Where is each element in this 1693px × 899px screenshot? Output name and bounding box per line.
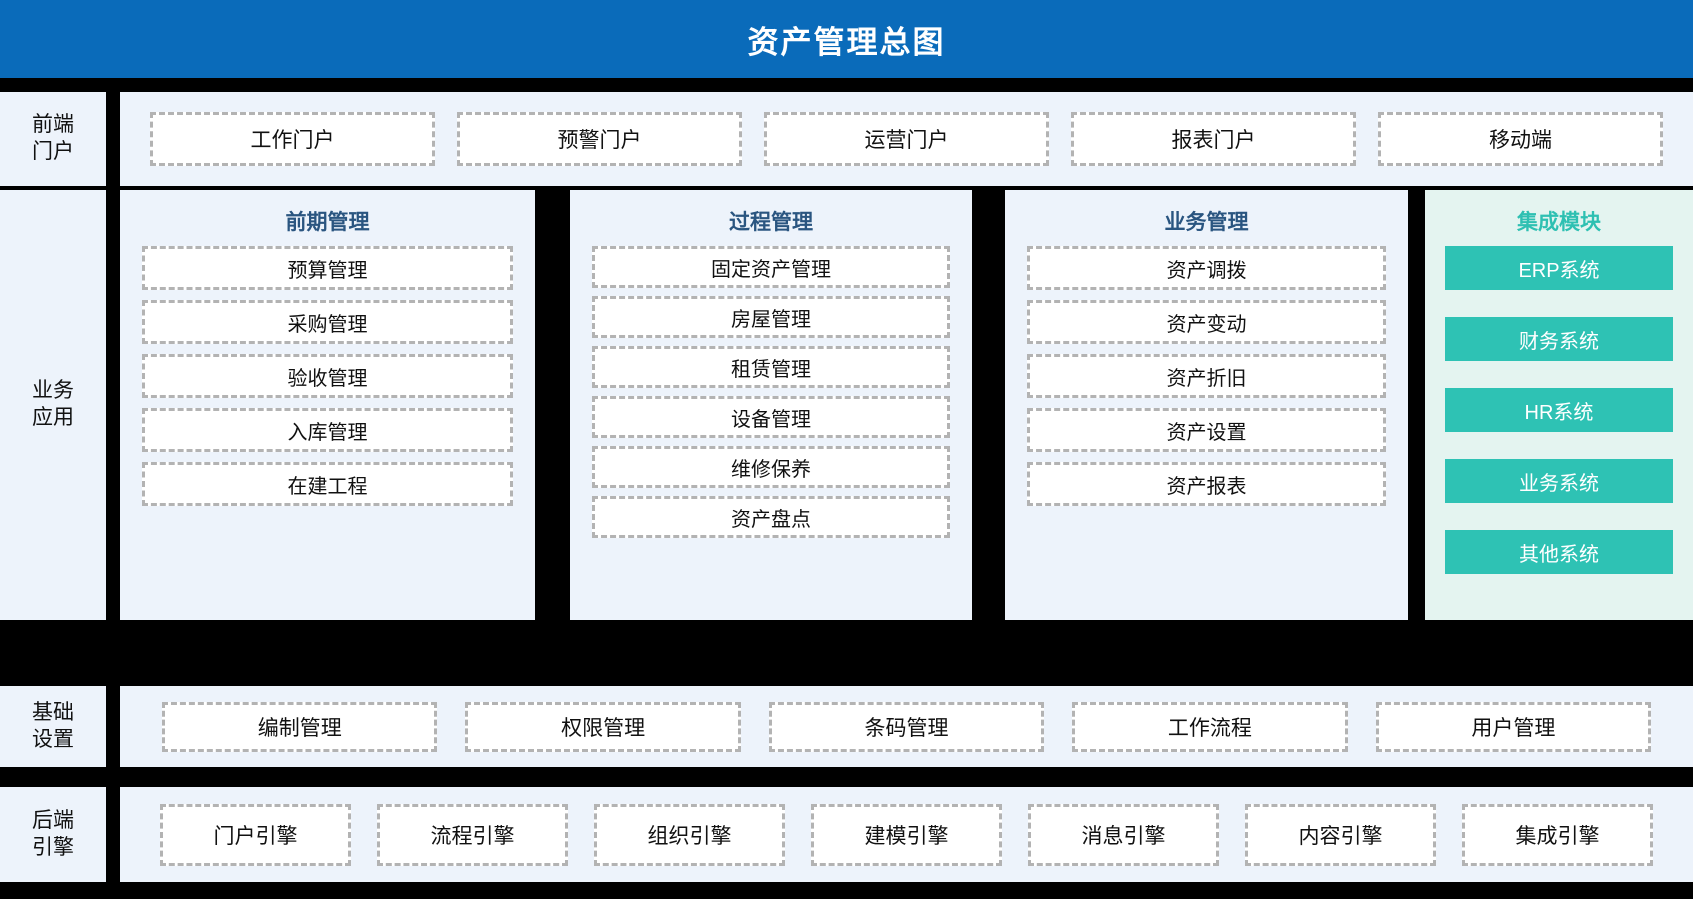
business-column-integration: 集成模块 ERP系统 财务系统 HR系统 业务系统 其他系统 xyxy=(1425,190,1693,620)
row-label-frontend-line1: 前端 xyxy=(32,113,74,137)
portal-item-operations[interactable]: 运营门户 xyxy=(764,112,1049,166)
module-asset-inventory[interactable]: 资产盘点 xyxy=(592,496,950,538)
module-business-system[interactable]: 业务系统 xyxy=(1445,459,1673,503)
row-label-frontend: 前端 门户 xyxy=(0,92,106,186)
basic-item-establishment-management[interactable]: 编制管理 xyxy=(162,701,438,752)
backend-engine-panel: 门户引擎 流程引擎 组织引擎 建模引擎 消息引擎 内容引擎 集成引擎 xyxy=(120,787,1693,882)
column-items-operations: 资产调拨 资产变动 资产折旧 资产设置 资产报表 xyxy=(1005,246,1408,506)
row-label-basic-line2: 设置 xyxy=(32,727,74,751)
engine-item-modeling-engine[interactable]: 建模引擎 xyxy=(811,803,1002,866)
row-label-business-line1: 业务 xyxy=(32,379,74,403)
engine-item-portal-engine[interactable]: 门户引擎 xyxy=(160,803,351,866)
column-items-integration: ERP系统 财务系统 HR系统 业务系统 其他系统 xyxy=(1425,246,1693,574)
business-column-operations: 业务管理 资产调拨 资产变动 资产折旧 资产设置 资产报表 xyxy=(1005,190,1408,620)
module-equipment-management[interactable]: 设备管理 xyxy=(592,396,950,438)
diagram-title-bar: 资产管理总图 xyxy=(0,0,1693,78)
basic-item-barcode-management[interactable]: 条码管理 xyxy=(768,701,1045,752)
page-title: 资产管理总图 xyxy=(747,24,946,60)
module-acceptance-management[interactable]: 验收管理 xyxy=(142,354,513,398)
basic-item-workflow[interactable]: 工作流程 xyxy=(1072,701,1348,752)
module-housing-management[interactable]: 房屋管理 xyxy=(592,296,950,338)
module-budget-management[interactable]: 预算管理 xyxy=(142,246,513,290)
engine-item-integration-engine[interactable]: 集成引擎 xyxy=(1462,803,1653,866)
basic-settings-items: 编制管理 权限管理 条码管理 工作流程 用户管理 xyxy=(120,686,1693,767)
module-asset-transfer[interactable]: 资产调拨 xyxy=(1027,246,1386,290)
column-items-early-stage: 预算管理 采购管理 验收管理 入库管理 在建工程 xyxy=(120,246,535,506)
portal-item-work[interactable]: 工作门户 xyxy=(150,112,435,166)
engine-item-process-engine[interactable]: 流程引擎 xyxy=(377,803,568,866)
engine-item-message-engine[interactable]: 消息引擎 xyxy=(1028,803,1219,866)
module-procurement-management[interactable]: 采购管理 xyxy=(142,300,513,344)
frontend-portal-panel: 工作门户 预警门户 运营门户 报表门户 移动端 xyxy=(120,92,1693,186)
portal-item-report[interactable]: 报表门户 xyxy=(1071,112,1356,166)
module-asset-settings[interactable]: 资产设置 xyxy=(1027,408,1386,452)
engine-item-content-engine[interactable]: 内容引擎 xyxy=(1245,803,1436,866)
row-label-basic-line1: 基础 xyxy=(32,700,74,724)
business-column-process: 过程管理 固定资产管理 房屋管理 租赁管理 设备管理 维修保养 资产盘点 xyxy=(570,190,972,620)
engine-item-organization-engine[interactable]: 组织引擎 xyxy=(594,803,785,866)
module-asset-depreciation[interactable]: 资产折旧 xyxy=(1027,354,1386,398)
module-construction-in-progress[interactable]: 在建工程 xyxy=(142,462,513,506)
portal-item-alert[interactable]: 预警门户 xyxy=(457,112,742,166)
business-column-early-stage: 前期管理 预算管理 采购管理 验收管理 入库管理 在建工程 xyxy=(120,190,535,620)
module-asset-change[interactable]: 资产变动 xyxy=(1027,300,1386,344)
frontend-portal-items: 工作门户 预警门户 运营门户 报表门户 移动端 xyxy=(120,92,1693,186)
column-title-operations: 业务管理 xyxy=(1164,211,1249,234)
module-finance-system[interactable]: 财务系统 xyxy=(1445,317,1673,361)
portal-item-mobile[interactable]: 移动端 xyxy=(1378,112,1663,166)
row-label-basic-settings: 基础 设置 xyxy=(0,686,106,767)
column-title-integration: 集成模块 xyxy=(1517,211,1601,234)
basic-item-permission-management[interactable]: 权限管理 xyxy=(465,701,741,752)
row-label-frontend-line2: 门户 xyxy=(32,140,74,163)
module-lease-management[interactable]: 租赁管理 xyxy=(592,346,950,388)
basic-settings-panel: 编制管理 权限管理 条码管理 工作流程 用户管理 xyxy=(120,686,1693,767)
module-asset-report[interactable]: 资产报表 xyxy=(1027,462,1386,506)
row-label-engine-line2: 引擎 xyxy=(32,835,74,859)
row-label-engine-line1: 后端 xyxy=(32,808,74,832)
column-title-early-stage: 前期管理 xyxy=(285,211,370,234)
module-warehousing-management[interactable]: 入库管理 xyxy=(142,408,513,452)
module-erp-system[interactable]: ERP系统 xyxy=(1445,246,1673,290)
column-title-process: 过程管理 xyxy=(729,211,813,234)
module-other-system[interactable]: 其他系统 xyxy=(1445,530,1673,574)
module-fixed-asset-management[interactable]: 固定资产管理 xyxy=(592,246,950,288)
module-hr-system[interactable]: HR系统 xyxy=(1445,388,1673,432)
module-maintenance[interactable]: 维修保养 xyxy=(592,446,950,488)
row-label-business: 业务 应用 xyxy=(0,190,106,620)
row-label-backend-engine: 后端 引擎 xyxy=(0,787,106,882)
backend-engine-items: 门户引擎 流程引擎 组织引擎 建模引擎 消息引擎 内容引擎 集成引擎 xyxy=(120,787,1693,882)
column-items-process: 固定资产管理 房屋管理 租赁管理 设备管理 维修保养 资产盘点 xyxy=(570,246,972,538)
basic-item-user-management[interactable]: 用户管理 xyxy=(1375,701,1652,752)
row-label-business-line2: 应用 xyxy=(32,406,74,429)
